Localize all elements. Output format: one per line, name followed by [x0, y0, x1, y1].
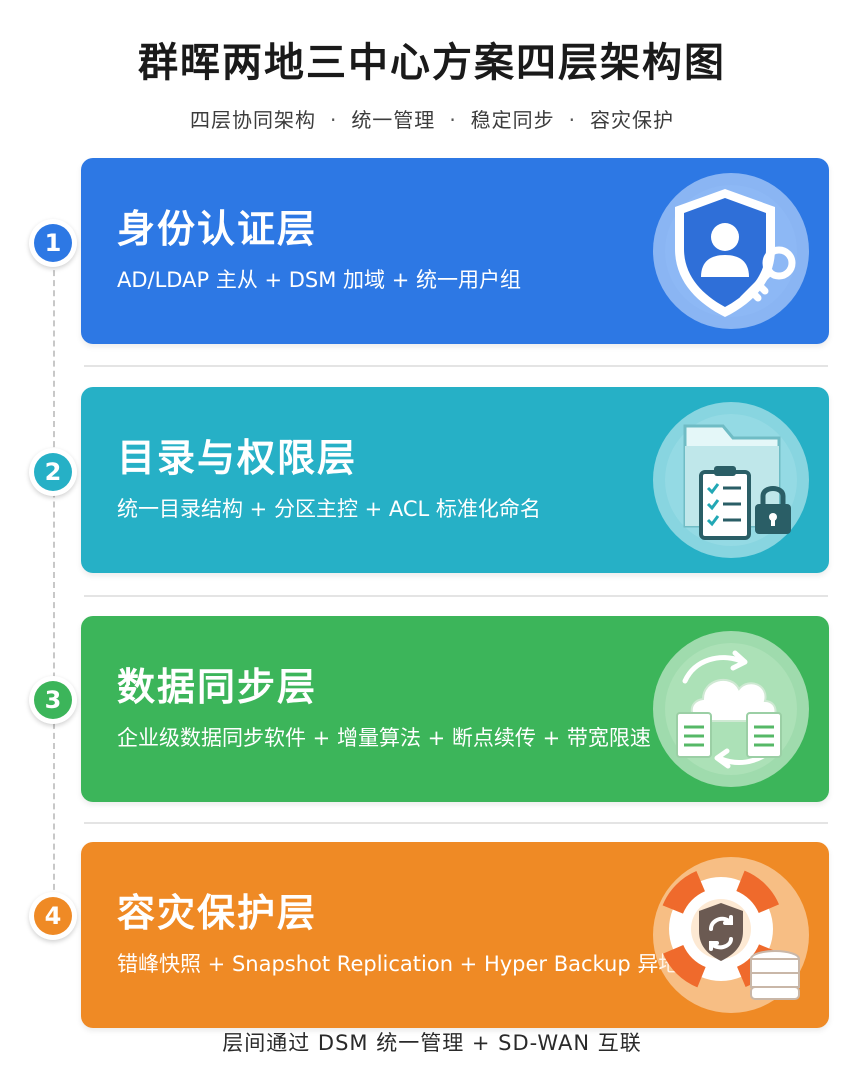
- subtitle: 四层协同架构 · 统一管理 · 稳定同步 · 容灾保护: [0, 104, 864, 133]
- layer-title: 目录与权限层: [117, 436, 358, 480]
- layer-card-sync: 数据同步层 企业级数据同步软件 + 增量算法 + 断点续传 + 带宽限速: [81, 616, 829, 802]
- cloud-sync-documents-icon: [651, 629, 811, 789]
- subtitle-separator: ·: [568, 108, 577, 132]
- timeline-connector: [53, 250, 55, 920]
- lifebuoy-shield-database-icon: [651, 855, 811, 1015]
- layer-description: AD/LDAP 主从 + DSM 加域 + 统一用户组: [117, 268, 522, 292]
- layer-divider: [84, 595, 828, 597]
- layer-number-badge: 4: [29, 892, 77, 940]
- footer-note: 层间通过 DSM 统一管理 + SD-WAN 互联: [222, 1031, 642, 1055]
- layer-card-identity: 身份认证层 AD/LDAP 主从 + DSM 加域 + 统一用户组: [81, 158, 829, 344]
- subtitle-item: 四层协同架构: [189, 108, 316, 132]
- layer-number-badge: 1: [29, 219, 77, 267]
- layer-card-disaster-recovery: 容灾保护层 错峰快照 + Snapshot Replication + Hype…: [81, 842, 829, 1028]
- layer-description: 错峰快照 + Snapshot Replication + Hyper Back…: [117, 952, 680, 976]
- subtitle-item: 稳定同步: [470, 108, 555, 132]
- page-title: 群晖两地三中心方案四层架构图: [138, 40, 726, 86]
- layer-divider: [84, 365, 828, 367]
- layer-number-badge: 2: [29, 448, 77, 496]
- layer-divider: [84, 822, 828, 824]
- subtitle-separator: ·: [449, 108, 457, 132]
- subtitle-separator: ·: [329, 108, 338, 132]
- layer-card-directory: 目录与权限层 统一目录结构 + 分区主控 + ACL 标准化命名: [81, 387, 829, 573]
- folder-checklist-lock-icon: [651, 400, 811, 560]
- shield-user-key-icon: [651, 171, 811, 331]
- subtitle-item: 统一管理: [351, 108, 436, 132]
- layer-description: 统一目录结构 + 分区主控 + ACL 标准化命名: [117, 497, 541, 521]
- layer-title: 容灾保护层: [117, 891, 318, 935]
- layer-description: 企业级数据同步软件 + 增量算法 + 断点续传 + 带宽限速: [117, 726, 651, 750]
- layer-number-badge: 3: [29, 676, 77, 724]
- subtitle-item: 容灾保护: [590, 108, 675, 132]
- layer-title: 数据同步层: [117, 665, 318, 709]
- layer-title: 身份认证层: [117, 207, 318, 251]
